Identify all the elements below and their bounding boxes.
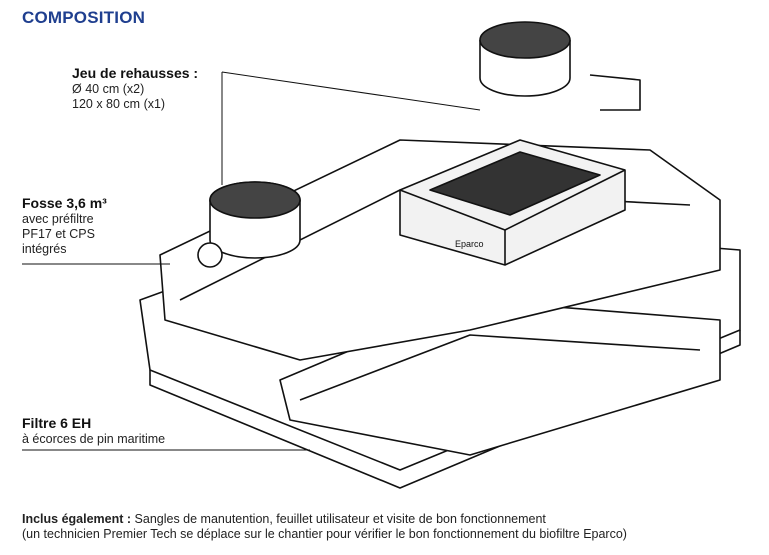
label-fosse-line: avec préfiltre xyxy=(22,212,94,226)
label-rehausses: Jeu de rehausses : Ø 40 cm (x2) 120 x 80… xyxy=(72,64,198,112)
footer-text-1: Sangles de manutention, feuillet utilisa… xyxy=(131,512,546,526)
label-fosse-line: intégrés xyxy=(22,242,67,256)
riser-left-top xyxy=(209,181,301,219)
leader-rehausses xyxy=(221,71,481,111)
footer-bold: Inclus également : xyxy=(22,512,132,526)
label-filtre-line: à écorces de pin maritime xyxy=(22,432,166,446)
label-fosse-line: PF17 et CPS xyxy=(22,227,95,241)
footer-note: Inclus également : Sangles de manutentio… xyxy=(22,512,627,542)
footer-line-1: Inclus également : Sangles de manutentio… xyxy=(22,512,627,527)
label-rehausses-line: Ø 40 cm (x2) xyxy=(72,82,145,96)
footer-text-2: (un technicien Premier Tech se déplace s… xyxy=(22,527,627,541)
label-filtre-heading: Filtre 6 EH xyxy=(22,415,92,431)
label-rehausses-line: 120 x 80 cm (x1) xyxy=(72,97,166,111)
label-fosse: Fosse 3,6 m³ avec préfiltre PF17 et CPS … xyxy=(22,194,107,257)
label-filtre: Filtre 6 EH à écorces de pin maritime xyxy=(22,414,165,447)
label-rehausses-heading: Jeu de rehausses : xyxy=(72,65,199,81)
lid-brand-text: Eparco xyxy=(455,239,484,249)
riser-right-top xyxy=(479,21,571,59)
label-fosse-heading: Fosse 3,6 m³ xyxy=(22,195,107,211)
section-title: COMPOSITION xyxy=(22,8,146,27)
